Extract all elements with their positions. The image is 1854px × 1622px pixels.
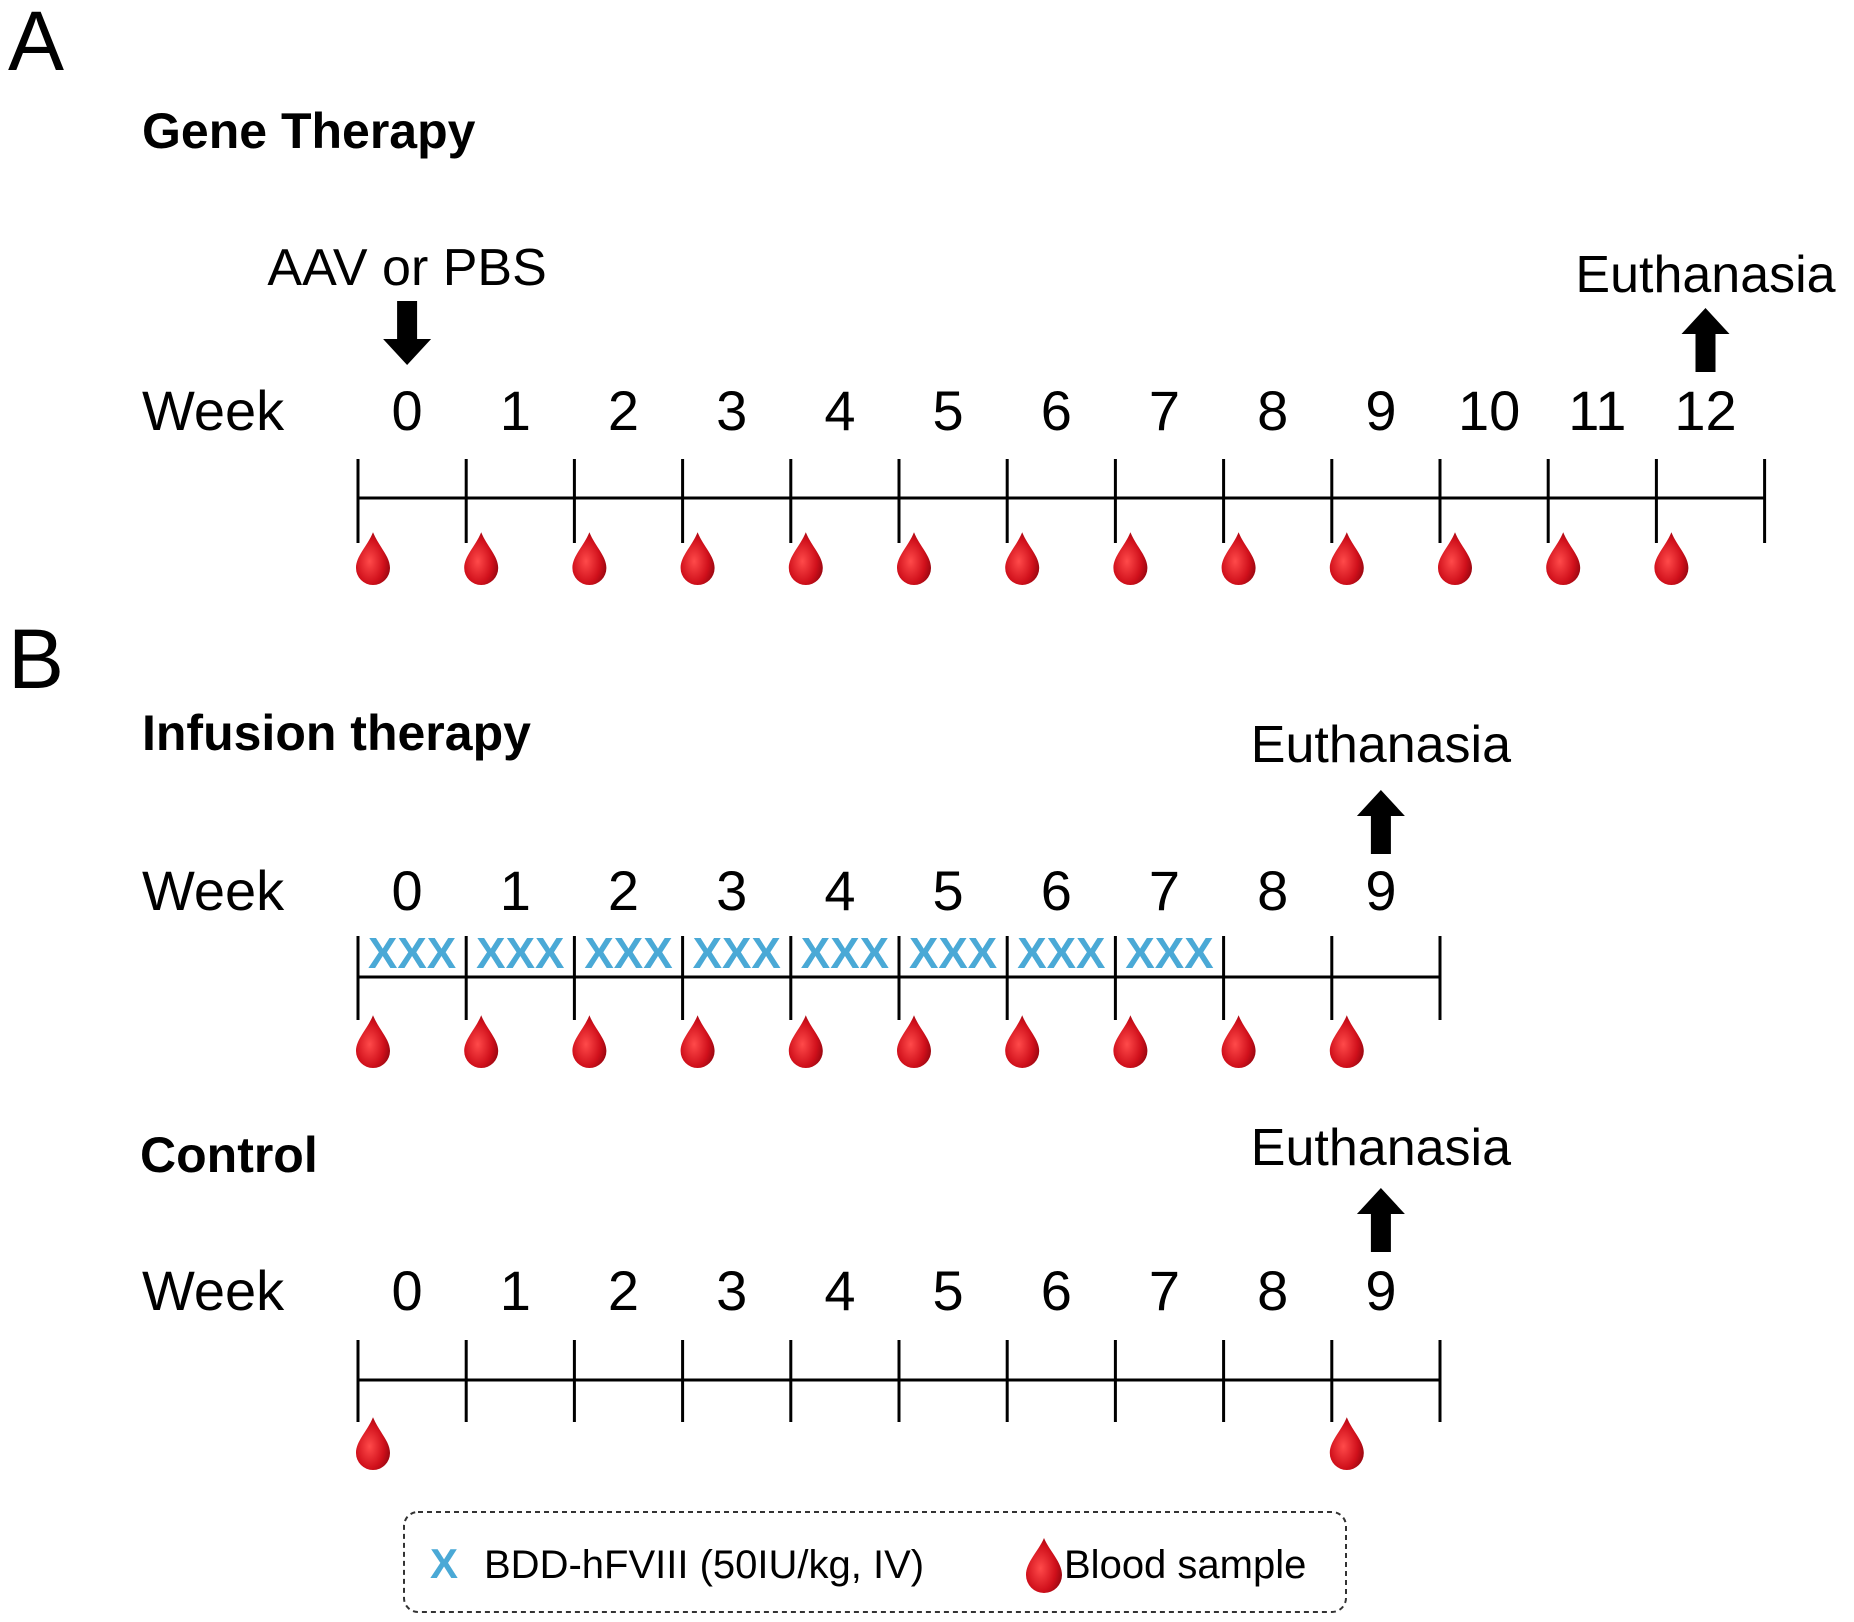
legend-blood-drop-icon — [1026, 1538, 1062, 1593]
legend: X BDD-hFVIII (50IU/kg, IV) Blood sample — [403, 1511, 1347, 1613]
infusion-mark: XXX — [1125, 929, 1213, 978]
week-number: 7 — [1149, 1259, 1180, 1322]
infusion-mark: XXX — [693, 929, 781, 978]
week-number: 10 — [1458, 379, 1520, 442]
blood-drop-icon — [1329, 1015, 1364, 1068]
blood-drop-icon — [1329, 1417, 1364, 1470]
week-number: 8 — [1257, 379, 1288, 442]
blood-drop-icon — [356, 1417, 390, 1470]
week-number: 9 — [1365, 859, 1396, 922]
week-number: 6 — [1041, 1259, 1072, 1322]
week-number: 11 — [1568, 379, 1626, 442]
blood-drop-icon — [788, 532, 823, 585]
legend-infusion-x-icon: X — [430, 1540, 458, 1587]
blood-drop-icon — [572, 532, 607, 585]
infusion-mark: XXX — [368, 929, 456, 978]
week-number: 5 — [933, 379, 964, 442]
annotation-label: AAV or PBS — [267, 239, 546, 297]
week-number: 8 — [1257, 1259, 1288, 1322]
week-label-gene: Week — [142, 379, 285, 442]
week-number: 5 — [933, 859, 964, 922]
blood-drop-icon — [464, 1015, 499, 1068]
annotation-label: Euthanasia — [1251, 716, 1511, 774]
week-number: 7 — [1149, 859, 1180, 922]
week-number: 7 — [1149, 379, 1180, 442]
blood-drop-icon — [1005, 532, 1040, 585]
week-number: 9 — [1365, 1259, 1396, 1322]
section-title-infusion-therapy: Infusion therapy — [142, 705, 531, 761]
week-number: 2 — [608, 859, 639, 922]
week-number: 3 — [716, 859, 747, 922]
panel-letter-b: B — [8, 612, 64, 706]
blood-drop-icon — [1113, 1015, 1148, 1068]
week-number: 8 — [1257, 859, 1288, 922]
week-number: 4 — [824, 859, 855, 922]
infusion-mark: XXX — [909, 929, 997, 978]
week-label-infusion: Week — [142, 859, 285, 922]
blood-drop-icon — [897, 1015, 931, 1068]
blood-drop-icon — [1546, 532, 1581, 585]
week-number: 12 — [1674, 379, 1736, 442]
week-number: 6 — [1041, 379, 1072, 442]
week-label-control: Week — [142, 1259, 285, 1322]
blood-drop-icon — [464, 532, 499, 585]
blood-drop-icon — [788, 1015, 823, 1068]
blood-drop-icon — [680, 1015, 715, 1068]
week-number: 6 — [1041, 859, 1072, 922]
blood-drop-icon — [897, 532, 931, 585]
blood-drop-icon — [1654, 532, 1689, 585]
week-number: 5 — [933, 1259, 964, 1322]
blood-drop-icon — [356, 1015, 390, 1068]
week-number: 0 — [392, 1259, 423, 1322]
arrow-up-icon — [1356, 1188, 1405, 1252]
section-title-gene-therapy: Gene Therapy — [142, 103, 476, 159]
week-number: 0 — [392, 859, 423, 922]
infusion-mark: XXX — [1017, 929, 1105, 978]
legend-blood-label: Blood sample — [1064, 1543, 1306, 1587]
section-title-control: Control — [140, 1127, 318, 1183]
panel-letter-a: A — [8, 0, 64, 88]
week-number: 1 — [500, 379, 531, 442]
blood-drop-icon — [1221, 532, 1256, 585]
infusion-mark: XXX — [476, 929, 564, 978]
blood-drop-icon — [356, 532, 390, 585]
week-number: 9 — [1365, 379, 1396, 442]
blood-drop-icon — [1329, 532, 1364, 585]
infusion-mark: XXX — [801, 929, 889, 978]
week-number: 4 — [824, 379, 855, 442]
infusion-mark: XXX — [584, 929, 672, 978]
arrow-up-icon — [1356, 790, 1405, 854]
annotation-label: Euthanasia — [1251, 1119, 1511, 1177]
annotation-label: Euthanasia — [1575, 246, 1835, 304]
legend-infusion-label: BDD-hFVIII (50IU/kg, IV) — [484, 1543, 924, 1587]
week-number: 1 — [500, 859, 531, 922]
week-number: 3 — [716, 1259, 747, 1322]
week-number: 4 — [824, 1259, 855, 1322]
arrow-up-icon — [1681, 308, 1730, 372]
blood-drop-icon — [1005, 1015, 1040, 1068]
week-number: 3 — [716, 379, 747, 442]
blood-drop-icon — [572, 1015, 607, 1068]
week-number: 0 — [392, 379, 423, 442]
blood-drop-icon — [680, 532, 715, 585]
week-number: 1 — [500, 1259, 531, 1322]
blood-drop-icon — [1221, 1015, 1256, 1068]
legend-box — [403, 1511, 1347, 1613]
week-number: 2 — [608, 379, 639, 442]
week-number: 2 — [608, 1259, 639, 1322]
arrow-down-icon — [383, 301, 432, 365]
blood-drop-icon — [1113, 532, 1148, 585]
timeline-control: 0 1 2 3 4 5 6 7 8 9 Euthanasia — [356, 1119, 1511, 1470]
blood-drop-icon — [1438, 532, 1472, 585]
